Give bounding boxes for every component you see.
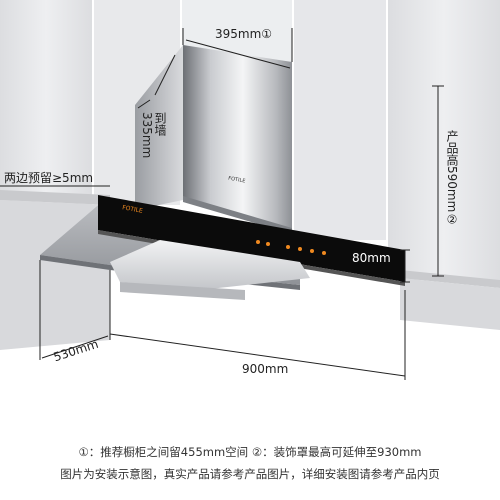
control-button[interactable]: [298, 247, 302, 251]
chimney-width-label: 395mm①: [215, 28, 272, 40]
oil-cup: [120, 282, 245, 300]
width-label: 900mm: [242, 362, 289, 376]
control-button[interactable]: [256, 240, 260, 244]
control-button[interactable]: [286, 245, 290, 249]
wall-panel-right: [294, 0, 386, 240]
wall-panel-left: [0, 0, 92, 205]
product-height-value: 产品高590mm: [445, 130, 459, 213]
dimension-lines: [0, 28, 444, 380]
chimney-width-value: 395mm: [215, 27, 262, 41]
control-panel: [98, 195, 405, 282]
chimney-bottom-shadow: [183, 196, 292, 234]
footnote-line-2: 图片为安装示意图，真实产品请参考产品图片，详细安装图请参考产品内页: [60, 467, 440, 481]
product-height-note: ②: [445, 212, 459, 227]
wall-panel-far-right: [388, 0, 500, 280]
oil-tray: [110, 240, 310, 290]
chimney-side: [135, 45, 183, 210]
side-reserve-label: 两边预留≥5mm: [4, 171, 94, 185]
product-height-label: 产品高590mm②: [445, 130, 459, 227]
control-buttons: [256, 240, 326, 255]
control-button[interactable]: [322, 251, 326, 255]
control-button[interactable]: [310, 249, 314, 253]
panel-height-label: 80mm: [352, 251, 391, 265]
chimney-front: [183, 45, 292, 232]
chimney-width-note: ①: [261, 27, 273, 41]
cabinet-right: [400, 270, 500, 288]
lower-wall-right: [400, 278, 500, 330]
to-wall-value: 335mm: [140, 112, 154, 159]
footnote-line-1: ①：推荐橱柜之间留455mm空间 ②：装饰罩最高可延伸至930mm: [78, 445, 422, 459]
to-wall-label: 到墙: [153, 112, 167, 136]
control-button[interactable]: [266, 242, 270, 246]
